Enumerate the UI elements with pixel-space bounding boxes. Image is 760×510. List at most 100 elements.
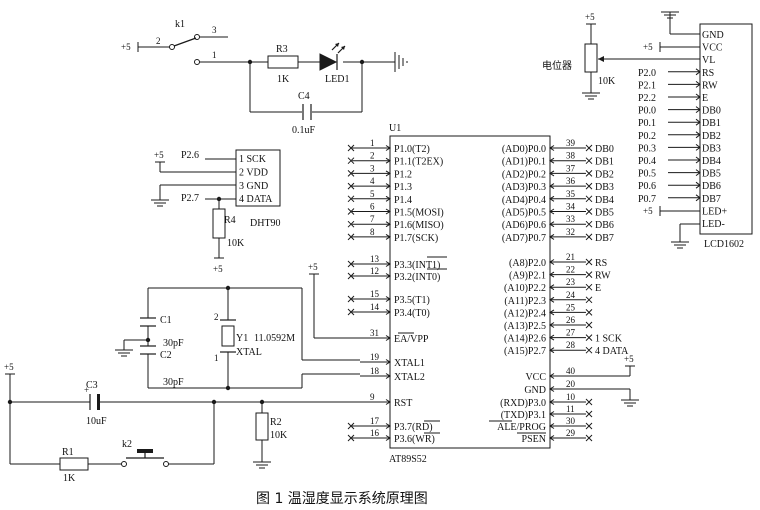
mcu-pin-arrow	[549, 271, 555, 278]
mcu-pin-label: (TXD)P3.1	[501, 410, 546, 421]
mcu-pin-label: P1.0(T2)	[394, 144, 430, 155]
crystal-pin1: 1	[214, 353, 219, 363]
mcu-net-label: DB7	[595, 233, 614, 244]
ground-icon	[394, 52, 408, 72]
mcu-pin-number: 17	[370, 416, 380, 426]
led-ref: LED1	[325, 74, 349, 85]
mcu-pin-number: 11	[566, 404, 575, 414]
lcd-pins: GNDVCCVLRSP2.0RWP2.1EP2.2DB0P0.0DB1P0.1D…	[638, 30, 727, 230]
mcu-at89s52: U1 AT89S52	[389, 123, 551, 465]
ground-icon	[671, 241, 689, 249]
dht-pin-label: 1 SCK	[239, 154, 267, 165]
no-connect-mark	[585, 220, 593, 228]
mcu-pin-label: (AD1)P0.1	[502, 157, 546, 168]
mcu-pin-arrow	[549, 435, 555, 441]
mcu-pin-number: 28	[566, 340, 576, 350]
dht90-sensor: DHT90 P2.6 P2.7	[181, 149, 281, 229]
mcu-name: AT89S52	[389, 454, 427, 465]
no-connect-mark	[347, 170, 355, 177]
lcd-pin-label: LED-	[702, 219, 725, 230]
mcu-pin-number: 29	[566, 428, 576, 438]
resistor-r4: R4 10K	[212, 208, 245, 249]
mcu-pin-label: EA/VPP	[394, 334, 429, 345]
no-connect-mark	[585, 182, 593, 190]
lcd-pin-label: VCC	[702, 43, 723, 54]
mcu-pin-number: 33	[566, 214, 576, 224]
mcu-pin-arrow	[549, 233, 555, 240]
ground-icon	[115, 349, 133, 357]
crystal-freq: 11.0592M	[254, 333, 295, 344]
plus5-label: +5	[121, 42, 131, 52]
junction-dot	[247, 59, 253, 65]
no-connect-mark	[347, 157, 355, 165]
plus5-label: +5	[624, 354, 634, 364]
crystal-y1: 2 1 Y1 11.0592M XTAL	[214, 312, 295, 363]
lcd-net-label: P0.5	[638, 169, 656, 180]
lcd-pin-arrow	[695, 106, 701, 113]
resistor-r3: R3 1K	[267, 44, 299, 85]
no-connect-mark	[585, 296, 593, 304]
mcu-pin-number: 8	[370, 227, 375, 237]
capacitor-c3-ref: C3	[86, 380, 98, 391]
mcu-pin-arrow	[549, 309, 555, 316]
ground-icon	[582, 92, 600, 100]
no-connect-mark	[347, 422, 355, 430]
lcd-net-label: P2.2	[638, 93, 656, 104]
mcu-pin-number: 39	[566, 138, 576, 148]
potentiometer-value: 10K	[598, 76, 616, 87]
mcu-pin-number: 25	[566, 302, 576, 312]
potentiometer-label: 电位器	[542, 59, 572, 72]
mcu-pin-label: XTAL2	[394, 372, 425, 383]
mcu-pin-label: (A15)P2.7	[504, 346, 546, 357]
led-diode-icon: LED1	[319, 42, 349, 85]
capacitor-c2-ref: C2	[160, 350, 172, 361]
mcu-pin-arrow	[385, 145, 391, 151]
lcd-pin-label: VL	[702, 55, 715, 66]
mcu-pin-arrow	[385, 335, 391, 341]
mcu-pin-label: GND	[524, 385, 546, 396]
junction-dot	[145, 337, 151, 343]
resistor-r2-value: 10K	[270, 430, 288, 441]
no-connect-mark	[585, 271, 593, 278]
mcu-net-label: DB1	[595, 157, 614, 168]
mcu-pin-number: 32	[566, 227, 575, 237]
mcu-pin-arrow	[385, 170, 391, 177]
ground-symbols	[115, 11, 689, 469]
capacitor-c4: C4 0.1uF	[292, 91, 316, 136]
mcu-pin-number: 4	[370, 176, 375, 186]
mcu-pin-number: 35	[566, 189, 576, 199]
plus5-label: +5	[585, 12, 595, 22]
junction-dot	[216, 196, 222, 202]
lcd-pin-arrow	[695, 181, 701, 189]
lcd-pin-arrow	[695, 169, 701, 176]
no-connect-mark	[585, 157, 593, 165]
lcd-pin-label: GND	[702, 30, 724, 41]
plus5-power-icon: +5	[154, 150, 165, 163]
ground-icon	[151, 199, 169, 207]
mcu-pin-label: (RXD)P3.0	[500, 398, 546, 409]
mcu-pin-arrow	[385, 233, 391, 240]
dht-net-top: P2.6	[181, 150, 199, 161]
mcu-pin-arrow	[549, 411, 555, 417]
no-connect-mark	[585, 258, 593, 266]
mcu-pin-number: 14	[370, 302, 380, 312]
mcu-pin-label: P1.3	[394, 182, 412, 193]
mcu-pin-arrow	[385, 157, 391, 164]
mcu-pin-arrow	[385, 309, 391, 315]
lcd-net-label: P0.3	[638, 143, 656, 154]
lcd-pin-label: E	[702, 93, 708, 104]
no-connect-mark	[585, 346, 593, 354]
no-connect-mark	[585, 422, 593, 430]
junction-dot	[225, 385, 231, 391]
lcd-net-label: P0.1	[638, 118, 656, 129]
mcu-pin-arrow	[549, 322, 555, 328]
mcu-pin-number: 19	[370, 352, 380, 362]
dht-pin-label: 3 GND	[239, 181, 268, 192]
mcu-pin-arrow	[385, 208, 391, 215]
mcu-pin-arrow	[549, 399, 555, 405]
lcd-pin-label: DB0	[702, 106, 721, 117]
mcu-pin-number: 38	[566, 151, 576, 161]
mcu-pin-arrow	[549, 221, 555, 228]
mcu-pin-arrow	[549, 208, 555, 215]
mcu-pin-arrow	[549, 183, 555, 190]
